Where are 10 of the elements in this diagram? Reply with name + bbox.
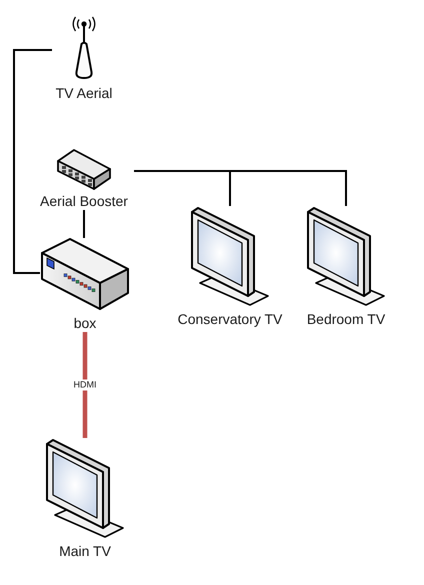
cable-line bbox=[13, 49, 52, 274]
device-label: Conservatory TV bbox=[178, 310, 282, 328]
device-label: Aerial Booster bbox=[40, 192, 128, 210]
device-label: box bbox=[74, 314, 96, 332]
device-label: Bedroom TV bbox=[306, 310, 386, 328]
edge-label: HDMI bbox=[72, 380, 98, 390]
device-label: Main TV bbox=[59, 542, 111, 560]
cable-line bbox=[83, 210, 85, 238]
device-label: TV Aerial bbox=[56, 84, 112, 102]
cable-line bbox=[134, 170, 347, 206]
